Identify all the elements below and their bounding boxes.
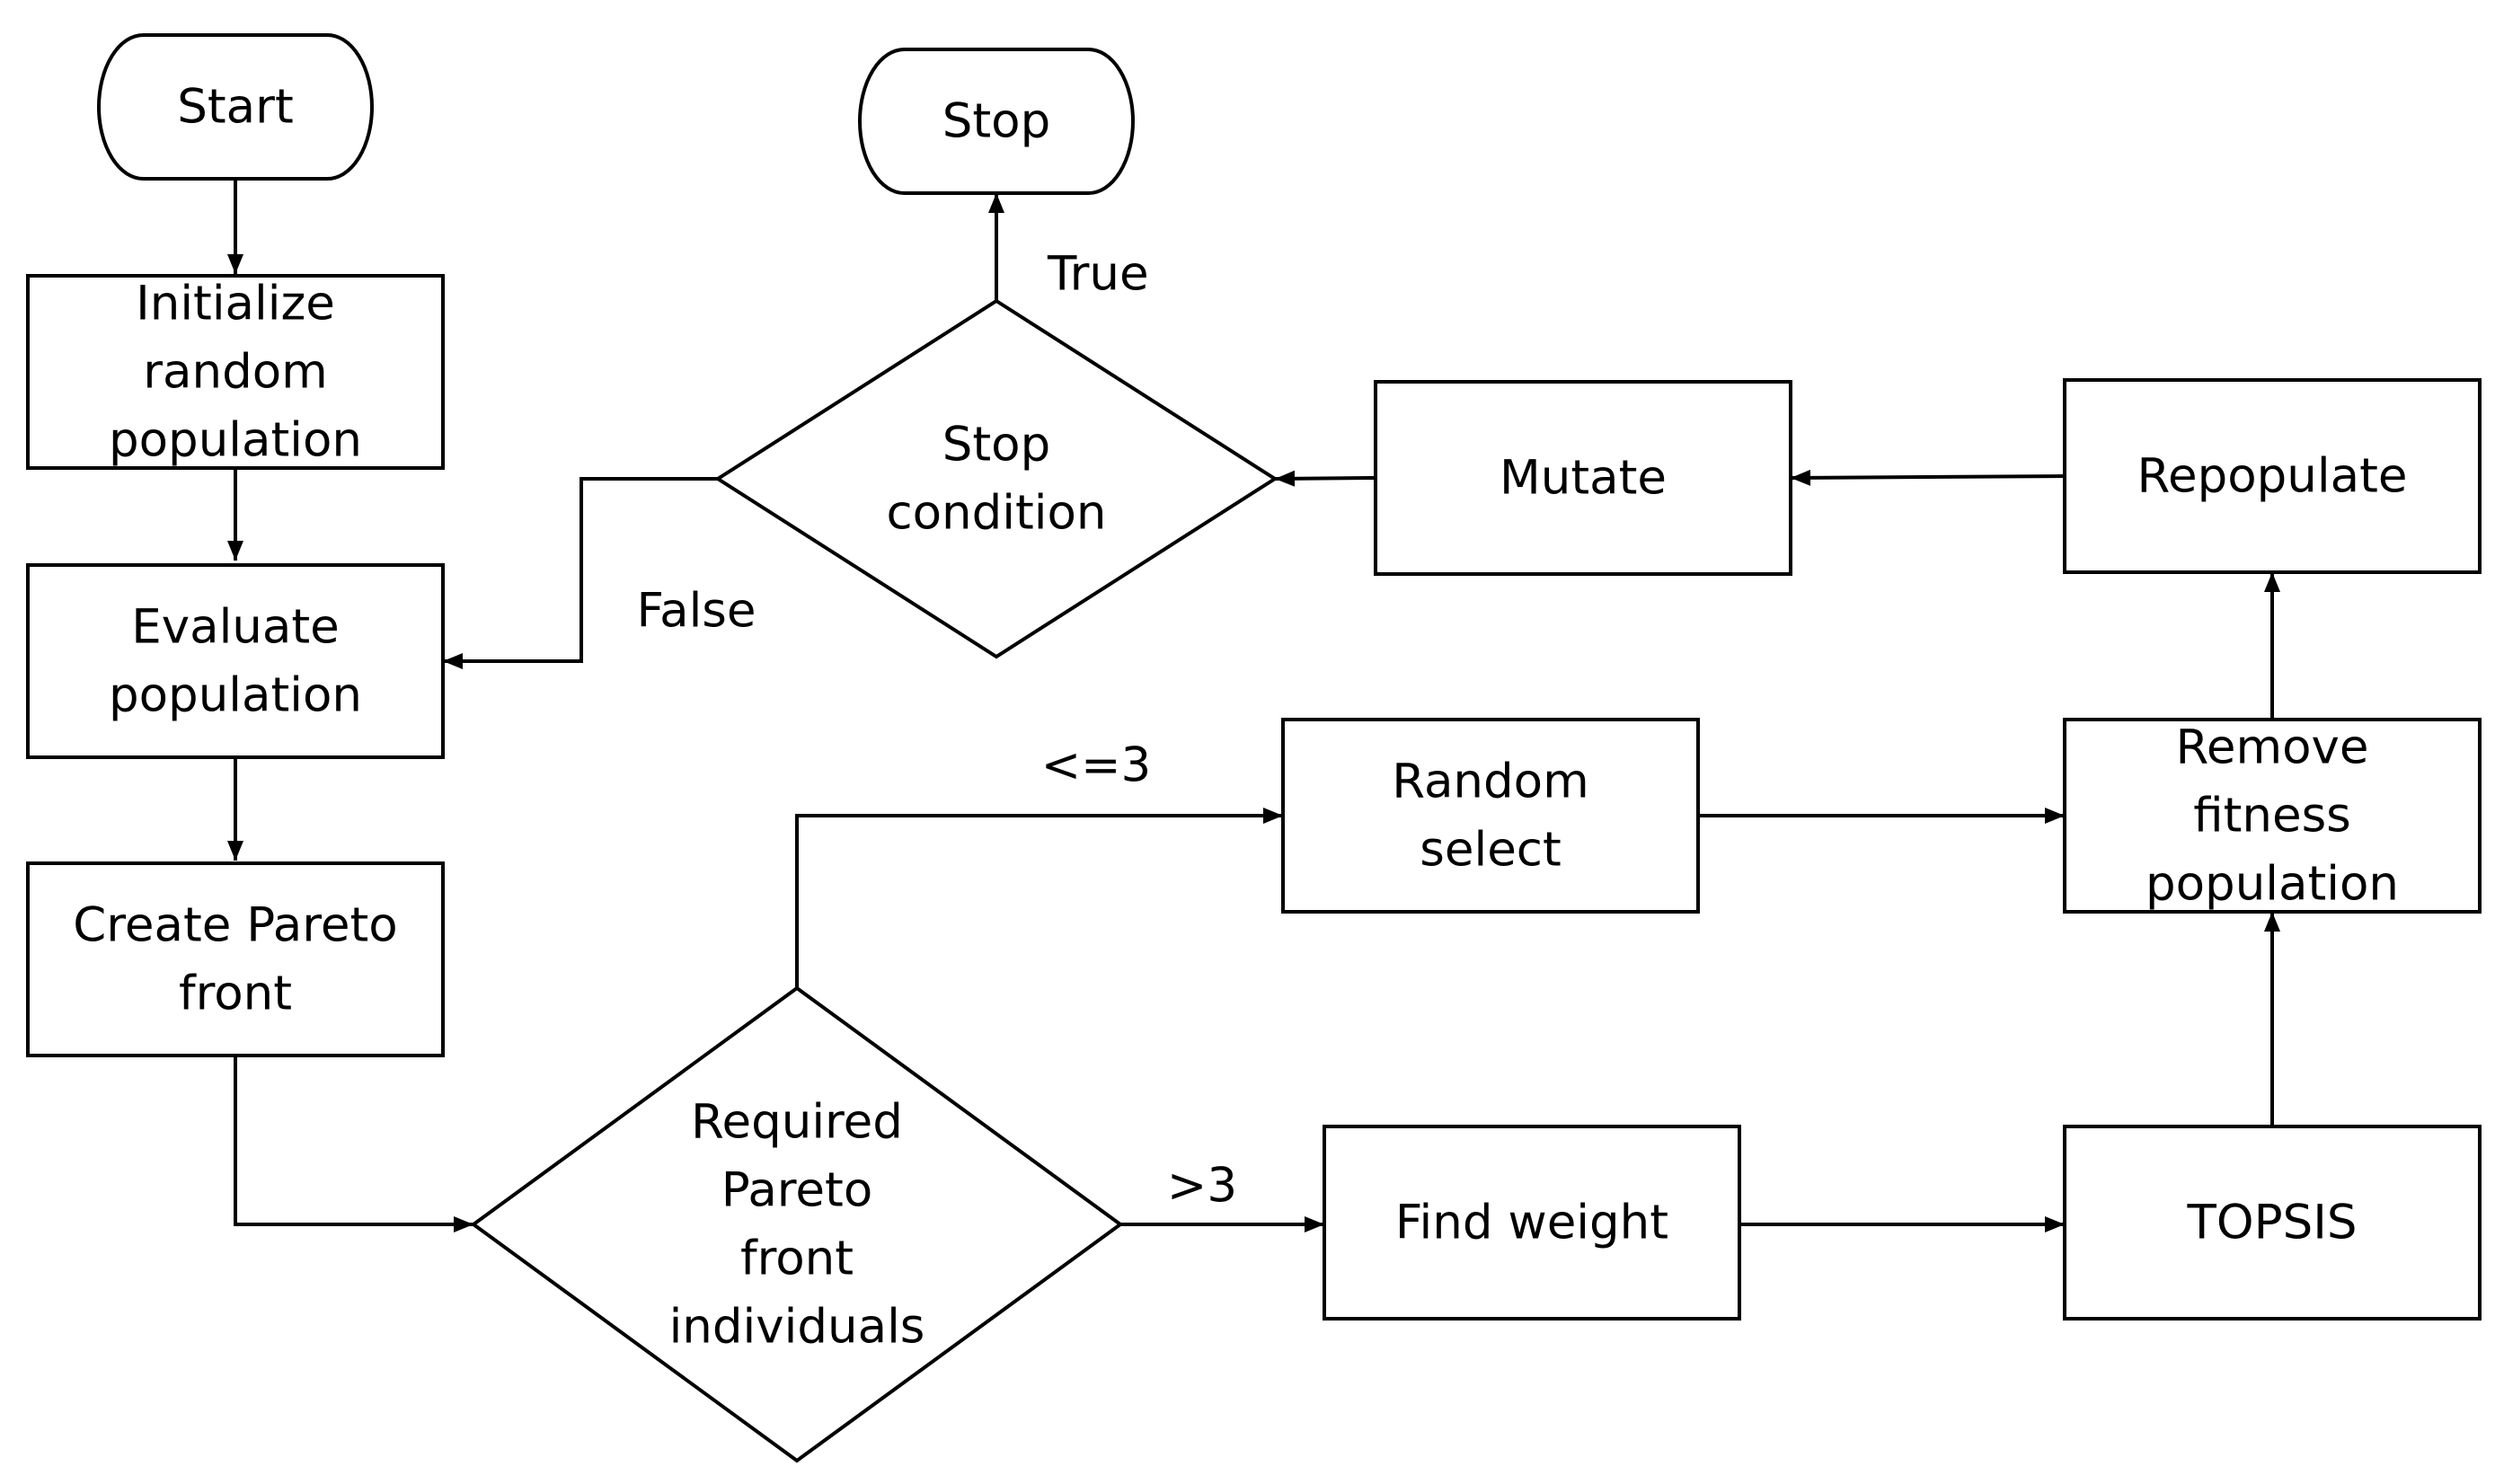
edge-pareto-required (234, 1056, 473, 1232)
arrowhead-icon (988, 193, 1004, 213)
arrowhead-icon (227, 841, 243, 861)
edge-label: <=3 (1041, 738, 1152, 793)
weight-label-line: Find weight (1395, 1196, 1668, 1250)
required-label-line: individuals (669, 1300, 925, 1355)
mutate-label-line: Mutate (1500, 451, 1667, 506)
evaluate-label-line: population (109, 668, 362, 723)
connector-line (795, 814, 1283, 988)
edge-repopulate-mutate (1790, 469, 2066, 486)
connector-line (1790, 474, 2066, 480)
start-label-line: Start (177, 80, 293, 135)
pareto-label-line: Create Pareto (73, 898, 397, 953)
stop-label-line: Stop (942, 94, 1051, 149)
arrowhead-icon (454, 1216, 473, 1232)
node-stop: Stop (858, 48, 1135, 195)
stopcond-label-line: Stop (942, 418, 1051, 473)
arrowhead-icon (2045, 808, 2065, 824)
decision-diamond (470, 985, 1124, 1463)
edge-required-weight: >3 (1120, 1159, 1324, 1232)
arrowhead-icon (1263, 808, 1283, 824)
edge-random-remove (1698, 808, 2065, 824)
process-box (26, 563, 445, 759)
required-label-line: Pareto (721, 1163, 873, 1218)
arrowhead-icon (443, 653, 463, 669)
edge-label: >3 (1167, 1159, 1237, 1214)
arrowhead-icon (1305, 1216, 1324, 1232)
node-weight: Find weight (1323, 1125, 1741, 1321)
arrowhead-icon (227, 254, 243, 274)
required-label-line: Required (691, 1095, 903, 1150)
edge-weight-topsis (1739, 1216, 2065, 1232)
process-box (2063, 378, 2482, 574)
edge-evaluate-pareto (227, 757, 243, 861)
decision-diamond (714, 298, 1278, 659)
process-box (1323, 1125, 1741, 1321)
init-label-line: Initialize (136, 277, 335, 331)
node-remove: Remove fitness population (2063, 718, 2482, 914)
process-box (1281, 718, 1700, 914)
connector-line (234, 1056, 473, 1226)
evaluate-label-line: Evaluate (131, 600, 340, 655)
edge-required-random: <=3 (795, 738, 1283, 988)
process-box (26, 861, 445, 1057)
pareto-label-line: front (179, 967, 292, 1021)
node-evaluate: Evaluate population (26, 563, 445, 759)
node-topsis: TOPSIS (2063, 1125, 2482, 1321)
edge-mutate-stopcond (1274, 470, 1376, 487)
init-label-line: random (143, 345, 328, 400)
edge-start-init (227, 179, 243, 274)
node-repopulate: Repopulate (2063, 378, 2482, 574)
repopulate-label-line: Repopulate (2137, 449, 2408, 504)
connector-line (443, 477, 718, 663)
edge-stopcond-evaluate: False (443, 477, 756, 669)
edge-stopcond-stop: True (988, 193, 1149, 302)
edge-label: False (636, 584, 756, 639)
random-label-line: Random (1392, 755, 1588, 809)
arrowhead-icon (227, 541, 243, 561)
init-label-line: population (109, 413, 362, 468)
edge-label: True (1047, 247, 1149, 302)
edge-topsis-remove (2264, 912, 2280, 1126)
node-pareto: Create Pareto front (26, 861, 445, 1057)
edge-remove-repopulate (2264, 572, 2280, 720)
required-label-line: front (740, 1232, 854, 1286)
random-label-line: select (1420, 823, 1561, 878)
node-stopcond: Stop condition (714, 298, 1278, 659)
node-random: Random select (1281, 718, 1700, 914)
stopcond-label-line: condition (886, 486, 1106, 541)
edge-init-evaluate (227, 469, 243, 561)
arrowhead-icon (2264, 572, 2280, 592)
node-mutate: Mutate (1374, 380, 1792, 576)
remove-label-line: Remove (2175, 720, 2368, 775)
remove-label-line: population (2146, 857, 2399, 912)
arrowhead-icon (2264, 912, 2280, 932)
arrowhead-icon (2045, 1216, 2065, 1232)
arrowhead-icon (1791, 469, 1811, 486)
remove-label-line: fitness (2193, 789, 2351, 844)
process-box (2063, 1125, 2482, 1321)
arrowhead-icon (1275, 470, 1296, 487)
node-start: Start (97, 33, 374, 181)
process-box (26, 274, 445, 470)
topsis-label-line: TOPSIS (2187, 1196, 2358, 1250)
node-init: Initialize random population (26, 274, 445, 470)
